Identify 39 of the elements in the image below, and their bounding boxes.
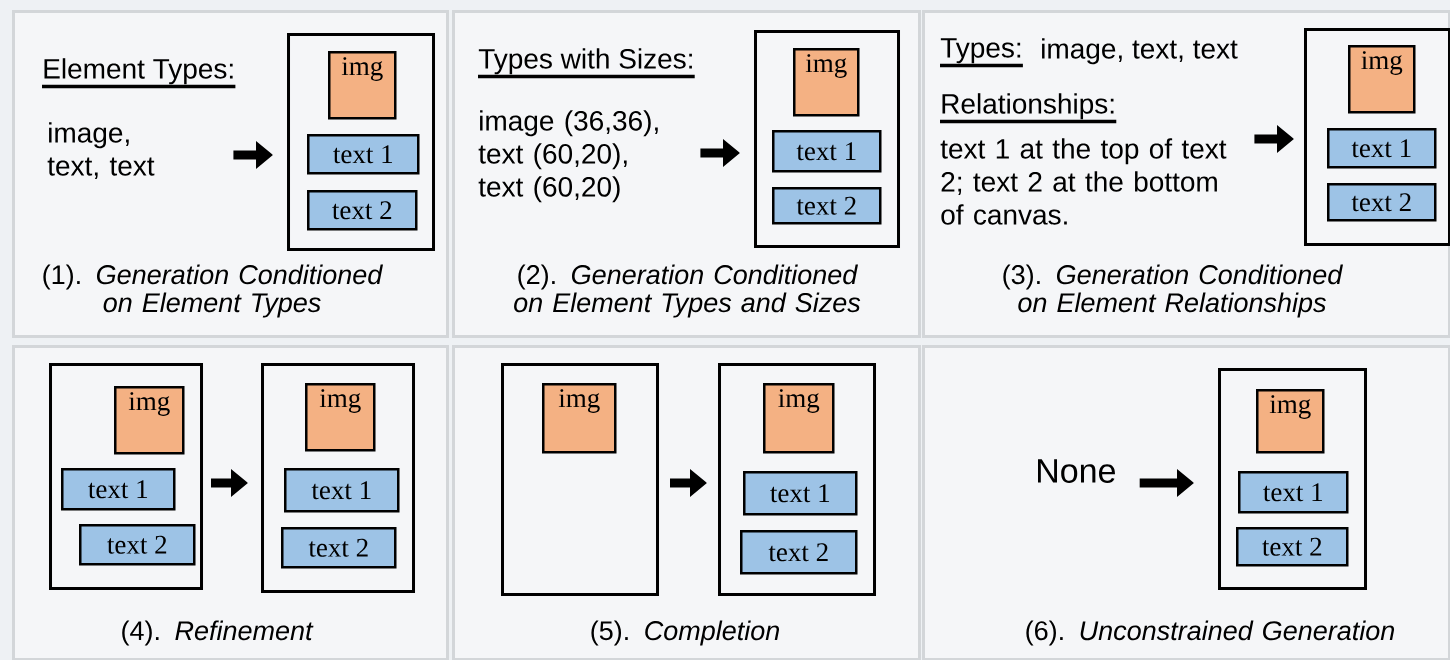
canvas-box [261, 363, 415, 593]
text-element-box: text 2 [79, 524, 196, 566]
canvas-box [501, 363, 659, 596]
underlined-heading: Types with Sizes: [478, 48, 695, 79]
image-element-box: img [542, 383, 617, 454]
condition-text: text 1 at the top of text 2; text 2 at the bottom of canvas. [940, 138, 1227, 225]
text-element-box: text 2 [740, 530, 858, 575]
text-element-box: text 1 [307, 134, 420, 175]
canvas-box [1218, 368, 1367, 590]
text-element-box: text 2 [772, 187, 882, 225]
text-element-box: text 1 [743, 471, 858, 516]
condition-text: None [1038, 459, 1115, 483]
underlined-heading: Types: [940, 38, 1023, 68]
text-element-box: text 2 [1327, 183, 1437, 222]
canvas-box [718, 363, 876, 596]
canvas-box [49, 363, 203, 590]
condition-text: image, text, text [1042, 38, 1238, 65]
image-element-box: img [114, 386, 185, 455]
image-element-box: img [763, 383, 835, 454]
image-element-box: img [328, 51, 397, 120]
condition-text: image, text, text [47, 122, 155, 180]
condition-text: image (36,36), text (60,20), text (60,20) [478, 110, 658, 203]
image-element-box: img [1348, 45, 1416, 114]
canvas-box [754, 30, 900, 248]
image-element-box: img [305, 383, 376, 452]
text-element-box: text 1 [61, 468, 176, 511]
text-element-box: text 1 [1238, 471, 1349, 514]
canvas-box [1304, 28, 1450, 246]
underlined-heading: Relationships: [940, 93, 1117, 124]
text-element-box: text 1 [284, 468, 400, 513]
text-element-box: text 1 [1327, 128, 1437, 169]
image-element-box: img [1256, 389, 1325, 454]
text-element-box: text 2 [281, 527, 397, 569]
text-element-box: text 2 [307, 190, 418, 231]
text-element-box: text 1 [772, 130, 882, 173]
text-element-box: text 2 [1236, 527, 1349, 567]
image-element-box: img [793, 48, 860, 117]
canvas-box [287, 33, 435, 251]
underlined-heading: Element Types: [42, 58, 236, 89]
